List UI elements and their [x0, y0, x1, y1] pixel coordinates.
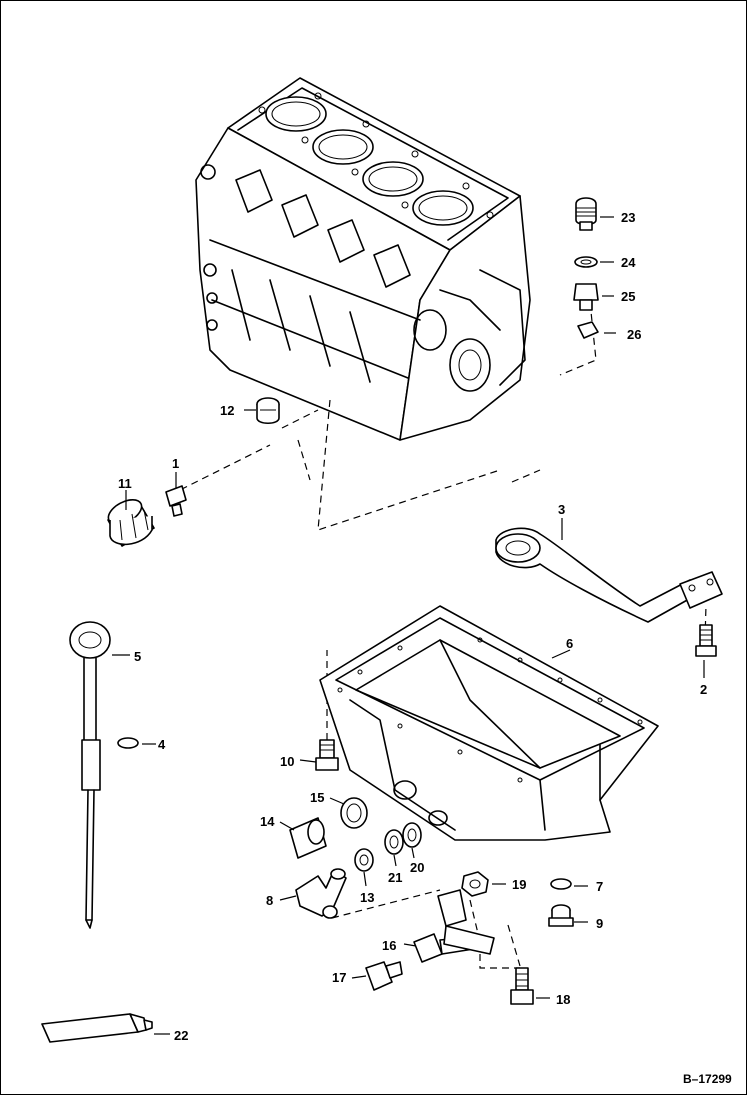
part-12-plug: [256, 397, 280, 425]
callout-17: 17: [332, 970, 346, 985]
part-24-washer: [574, 256, 598, 268]
engine-block: [195, 77, 531, 441]
callout-16: 16: [382, 938, 396, 953]
part-22-sealant-tube: [41, 1013, 153, 1043]
callout-25: 25: [621, 289, 635, 304]
callout-10: 10: [280, 754, 294, 769]
callout-3: 3: [558, 502, 565, 517]
callout-2: 2: [700, 682, 707, 697]
part-13-washer: [354, 848, 374, 872]
callout-13: 13: [360, 890, 374, 905]
bracket: [437, 889, 495, 955]
callout-14: 14: [260, 814, 275, 829]
part-4-o-ring: [117, 737, 139, 749]
callout-23: 23: [621, 210, 635, 225]
part-8-elbow-fitting: [295, 868, 347, 919]
callout-1: 1: [172, 456, 179, 471]
part-1-fitting: [165, 485, 187, 517]
callout-labels: 23 24 25 26 12 1 11 3 2 5 4 6 10 15 14 2…: [118, 210, 707, 1043]
callout-12: 12: [220, 403, 234, 418]
callout-11: 11: [118, 476, 132, 491]
part-19-nut: [461, 871, 489, 897]
part-18-bolt: [510, 967, 534, 1005]
part-21-washer: [384, 829, 404, 855]
part-10-bolt: [315, 739, 339, 771]
part-7-washer: [550, 878, 572, 890]
figure-number: B–17299: [683, 1072, 732, 1086]
callout-21: 21: [388, 870, 402, 885]
part-25-fitting: [573, 283, 599, 311]
callout-26: 26: [627, 327, 641, 342]
part-20-washer: [402, 822, 422, 848]
callout-15: 15: [310, 790, 324, 805]
part-2-bolt: [695, 624, 717, 657]
callout-20: 20: [410, 860, 424, 875]
part-17-bolt: [365, 961, 403, 991]
part-15-gasket: [340, 797, 368, 829]
callout-18: 18: [556, 992, 570, 1007]
part-6-oil-pan: [319, 605, 659, 841]
callout-8: 8: [266, 893, 273, 908]
leader-lines: [112, 216, 705, 1035]
part-14-drain-plug: [289, 817, 327, 859]
callout-7: 7: [596, 879, 603, 894]
callout-6: 6: [566, 636, 573, 651]
callout-19: 19: [512, 877, 526, 892]
callout-22: 22: [174, 1028, 188, 1043]
callout-4: 4: [158, 737, 166, 752]
callout-9: 9: [596, 916, 603, 931]
reference-lines: [169, 301, 707, 969]
part-3-pickup-tube: [495, 527, 723, 623]
callout-24: 24: [621, 255, 636, 270]
part-26-nut: [577, 321, 599, 339]
part-5-dipstick: [69, 621, 111, 929]
part-23-plug: [575, 197, 597, 231]
part-11-oil-filter: [107, 498, 155, 547]
part-9-plug: [548, 904, 574, 927]
callout-5: 5: [134, 649, 141, 664]
